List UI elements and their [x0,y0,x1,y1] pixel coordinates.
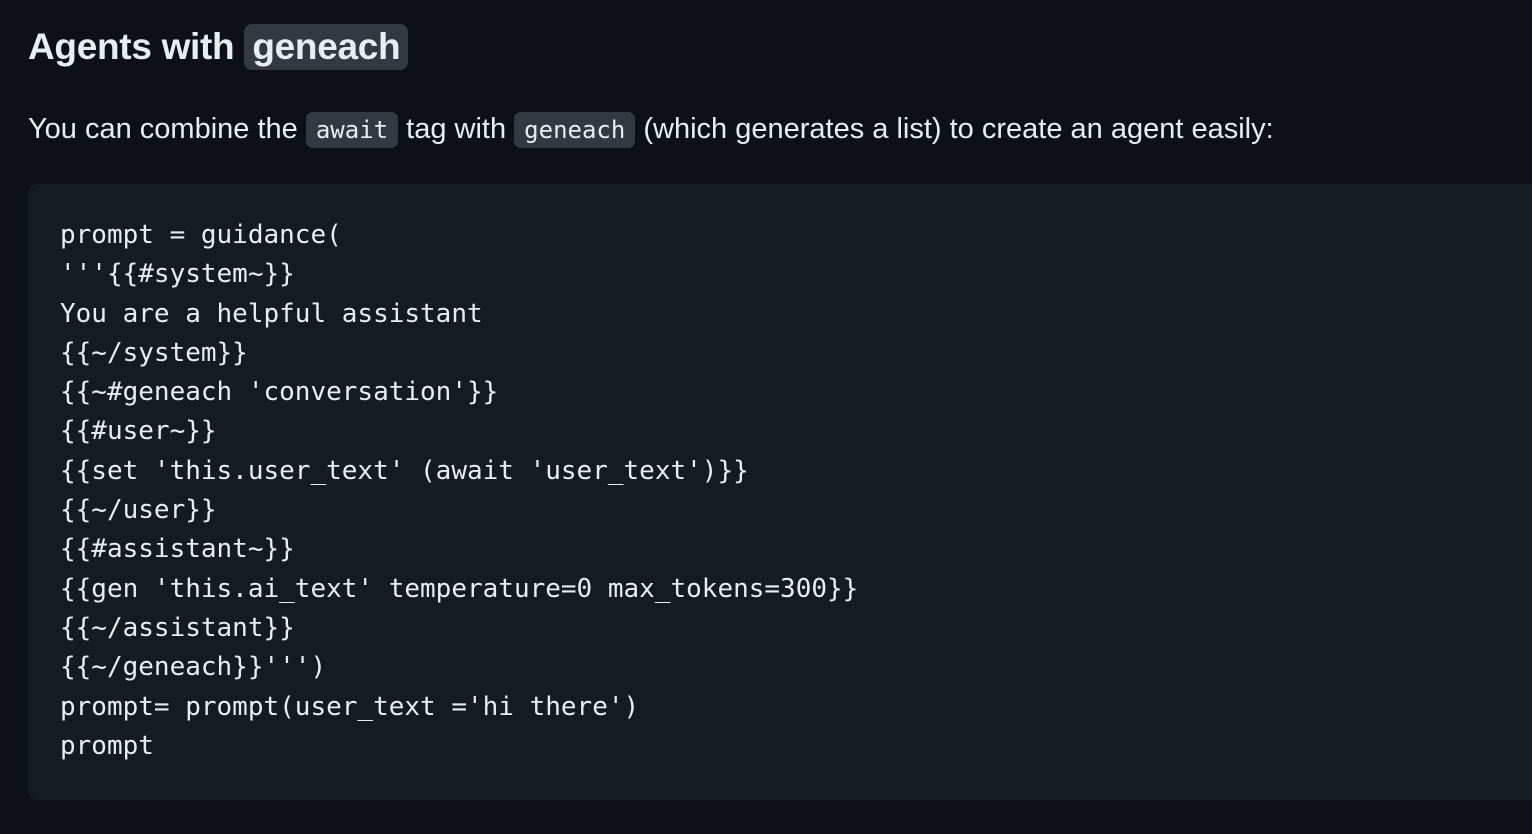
code-line: {{#user~}} [60,416,217,447]
paragraph-text-1: You can combine the [28,113,306,145]
code-content: prompt = guidance( '''{{#system~}} You are… [60,216,1532,766]
inline-code-await: await [305,112,399,148]
heading-inline-code: geneach [244,24,409,70]
code-block: prompt = guidance( '''{{#system~}} You are… [28,184,1532,800]
paragraph-text-3: (which generates a list) to create an ag… [635,113,1274,145]
code-line: {{~/geneach}}''') [60,652,327,683]
description-paragraph: You can combine the await tag with genea… [28,106,1274,153]
code-line: {{~/system}} [60,337,248,368]
inline-code-geneach: geneach [514,112,636,148]
heading-text: Agents with [28,26,245,67]
code-line: prompt = guidance( [60,220,342,250]
code-line: prompt= prompt(user_text ='hi there') [60,691,640,722]
section-heading: Agents with geneach [28,22,409,72]
code-line: {{set 'this.user_text' (await 'user_text… [60,455,749,486]
code-line: {{#assistant~}} [60,534,295,565]
code-line: {{~/assistant}} [60,612,295,643]
code-line: '''{{#system~}} [60,259,295,290]
code-line: prompt [60,730,154,761]
code-line: {{~/user}} [60,495,217,526]
code-line: You are a helpful assistant [60,298,483,329]
paragraph-text-2: tag with [398,113,515,145]
code-line: {{~#geneach 'conversation'}} [60,377,499,408]
code-line: {{gen 'this.ai_text' temperature=0 max_t… [60,573,859,604]
